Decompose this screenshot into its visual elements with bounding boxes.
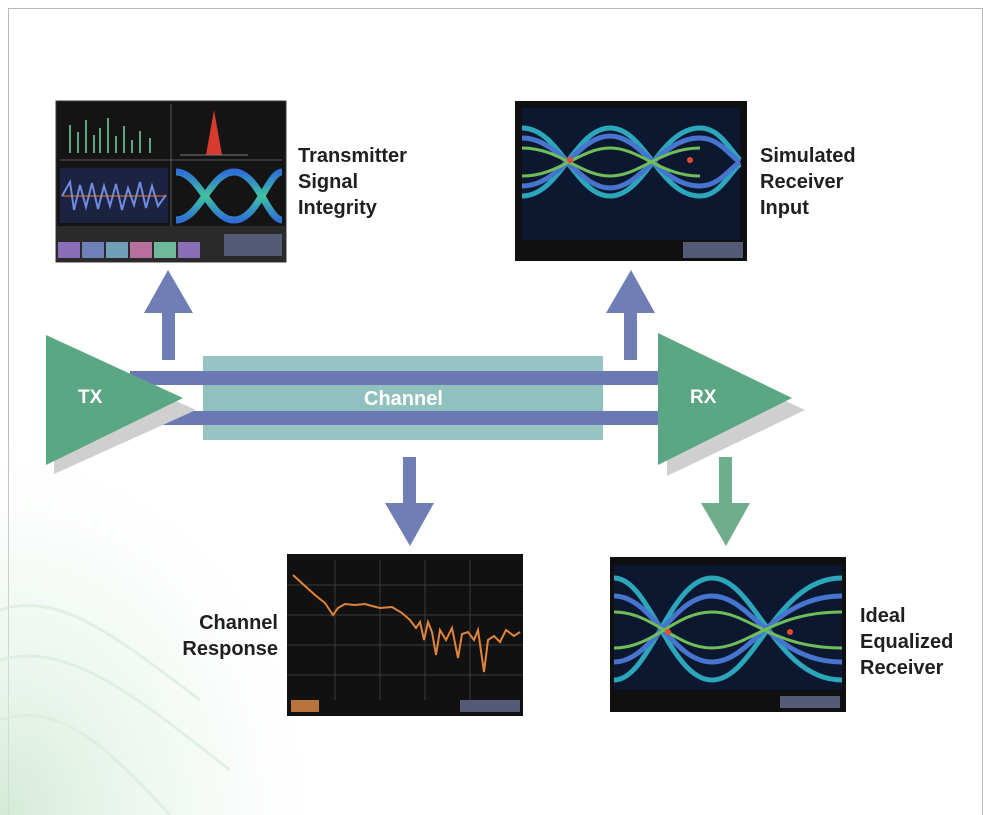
- channel-response-label-line-2: Response: [182, 638, 278, 660]
- simulated-receiver-input-screen: [515, 101, 747, 261]
- simulated-label-line-1: Simulated: [760, 145, 856, 167]
- tx-triangle: [46, 335, 183, 465]
- rx-label: RX: [690, 387, 717, 408]
- channel-response-label: Channel Response: [170, 610, 278, 662]
- arrow-up-simulated: [606, 270, 655, 360]
- ideal-label: Ideal Equalized Receiver: [860, 603, 953, 681]
- arrow-down-ideal: [701, 457, 750, 546]
- channel-response-trace: [292, 574, 521, 673]
- arrow-down-channel: [385, 457, 434, 546]
- channel-response-screen: [287, 554, 523, 716]
- simulated-label-line-3: Input: [760, 197, 809, 219]
- tx-label: TX: [78, 387, 103, 408]
- channel-label: Channel: [364, 388, 443, 410]
- arrow-up-transmitter: [144, 270, 193, 360]
- transmitter-signal-integrity-screen: [55, 100, 287, 263]
- transmitter-label-line-2: Signal: [298, 171, 359, 193]
- ideal-equalized-receiver-screen: [610, 557, 846, 712]
- simulated-label: Simulated Receiver Input: [760, 143, 856, 221]
- channel-response-label-line-1: Channel: [199, 612, 278, 634]
- transmitter-label-line-1: Transmitter: [298, 145, 407, 167]
- transmitter-label-line-3: Integrity: [298, 197, 377, 219]
- upper-line: [130, 371, 664, 385]
- ideal-label-line-2: Equalized: [860, 631, 954, 653]
- lower-line: [130, 411, 664, 425]
- ideal-label-line-3: Receiver: [860, 657, 944, 679]
- simulated-label-line-2: Receiver: [760, 171, 844, 193]
- transmitter-label: Transmitter Signal Integrity: [298, 143, 407, 221]
- ideal-label-line-1: Ideal: [860, 605, 906, 627]
- background-decoration: [0, 420, 340, 815]
- rx-triangle: [658, 333, 792, 465]
